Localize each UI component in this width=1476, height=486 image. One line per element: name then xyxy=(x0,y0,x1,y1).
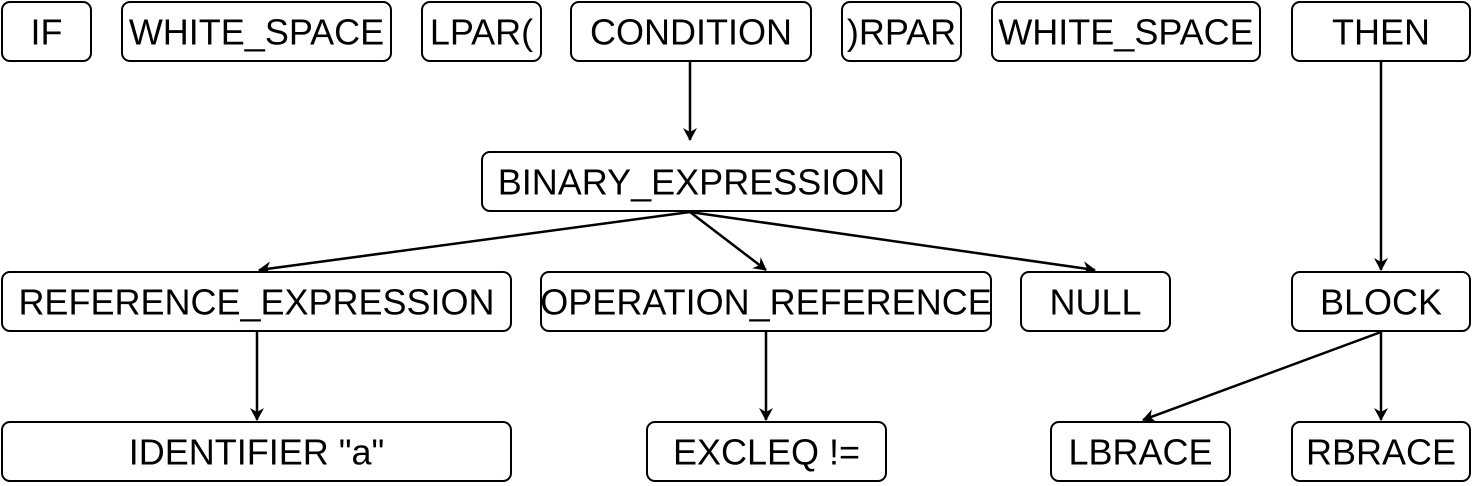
edge-block-lbrace xyxy=(1142,330,1382,423)
node-excleq: EXCLEQ != xyxy=(646,421,887,482)
node-white-space-2-label: WHITE_SPACE xyxy=(998,12,1253,53)
node-rbrace-label: RBRACE xyxy=(1306,432,1456,473)
node-block-label: BLOCK xyxy=(1320,282,1442,323)
node-white-space-1-label: WHITE_SPACE xyxy=(129,12,384,53)
edge-binary-null xyxy=(689,210,1096,276)
node-then: THEN xyxy=(1291,1,1471,62)
node-excleq-label: EXCLEQ != xyxy=(673,432,860,473)
node-lbrace: LBRACE xyxy=(1050,421,1231,482)
node-rpar-label: )RPAR xyxy=(847,12,956,53)
node-lbrace-label: LBRACE xyxy=(1068,432,1212,473)
edge-binary-refexpr xyxy=(258,210,691,276)
node-rbrace: RBRACE xyxy=(1291,421,1471,482)
node-then-label: THEN xyxy=(1332,12,1430,53)
node-white-space-2: WHITE_SPACE xyxy=(991,1,1261,62)
node-lpar: LPAR( xyxy=(421,1,542,62)
node-reference-expression: REFERENCE_EXPRESSION xyxy=(1,271,512,332)
node-rpar: )RPAR xyxy=(841,1,962,62)
node-white-space-1: WHITE_SPACE xyxy=(121,1,392,62)
node-lpar-label: LPAR( xyxy=(430,12,533,53)
node-if: IF xyxy=(1,1,92,62)
node-null-label: NULL xyxy=(1049,282,1141,323)
node-binary-expression-label: BINARY_EXPRESSION xyxy=(498,162,885,203)
edge-binary-opref xyxy=(689,211,767,271)
node-identifier-label: IDENTIFIER "a" xyxy=(129,432,385,473)
node-operation-reference: OPERATION_REFERENCE xyxy=(540,271,992,332)
node-identifier: IDENTIFIER "a" xyxy=(1,421,512,482)
node-null: NULL xyxy=(1020,271,1171,332)
node-operation-reference-label: OPERATION_REFERENCE xyxy=(540,282,991,323)
node-reference-expression-label: REFERENCE_EXPRESSION xyxy=(18,282,494,323)
node-block: BLOCK xyxy=(1291,271,1471,332)
node-condition-label: CONDITION xyxy=(590,12,792,53)
node-binary-expression: BINARY_EXPRESSION xyxy=(481,151,902,212)
node-condition: CONDITION xyxy=(570,1,812,62)
node-if-label: IF xyxy=(31,12,63,53)
